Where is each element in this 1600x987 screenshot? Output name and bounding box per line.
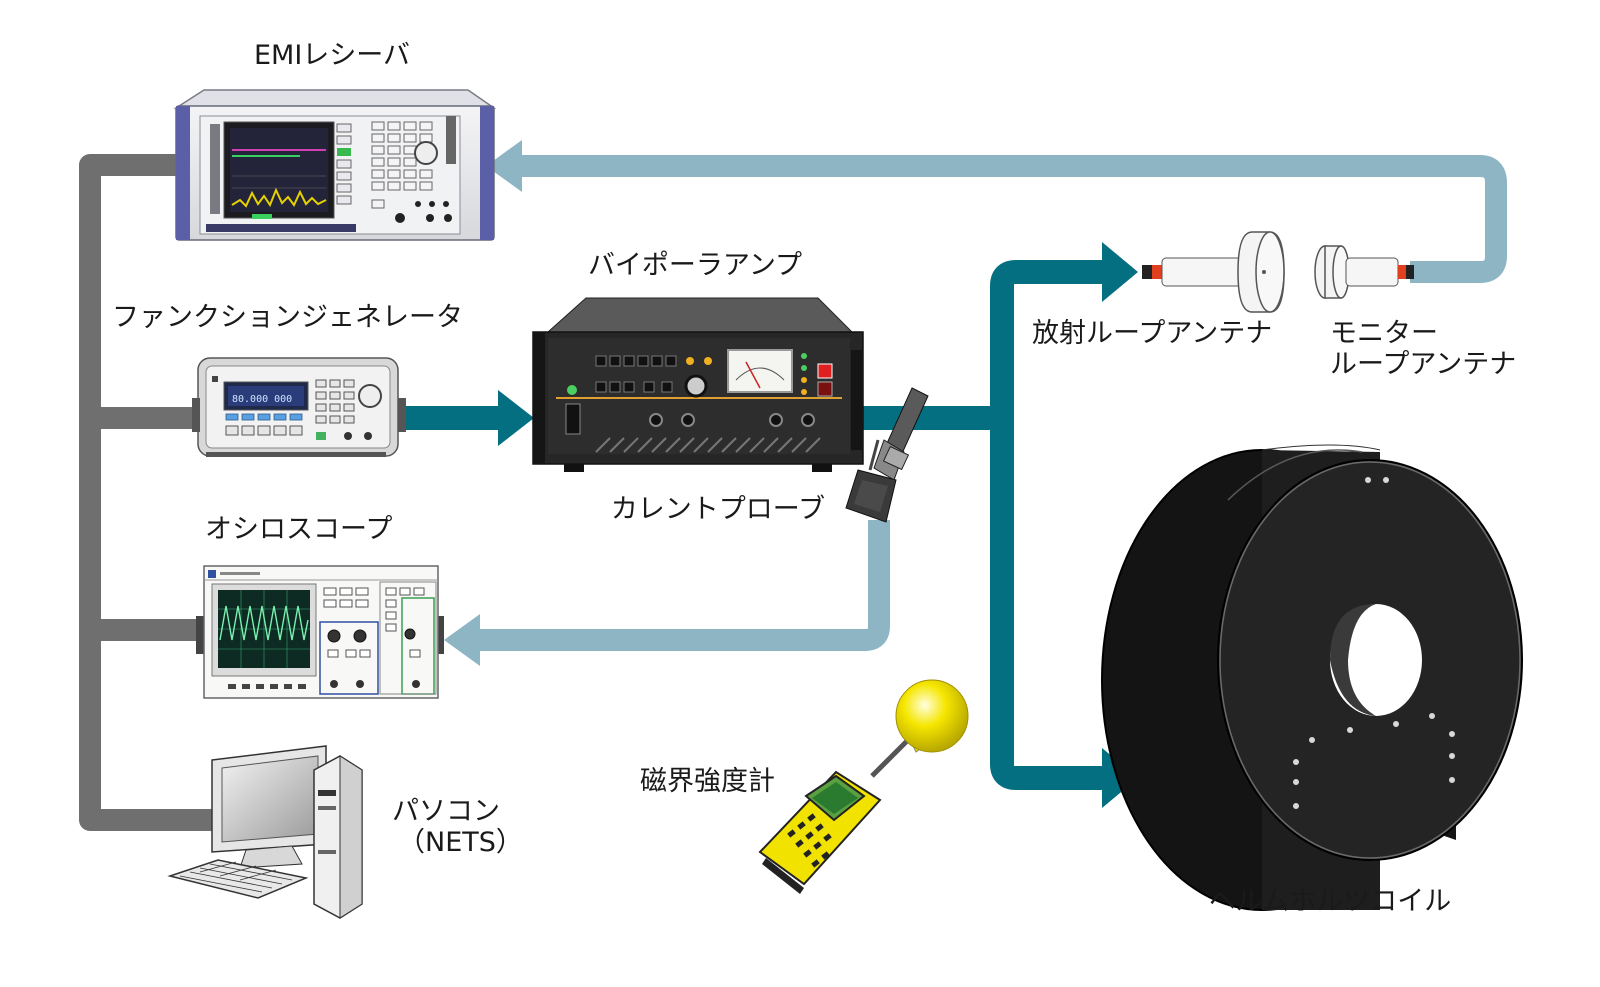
label-monitor-line2: ループアンテナ bbox=[1330, 349, 1517, 381]
label-bipolar-amp: バイポーラアンプ bbox=[587, 250, 803, 281]
function-generator-device: 80.000 000 bbox=[192, 357, 406, 457]
tx-loop-antenna-device bbox=[1142, 231, 1285, 313]
drive-signal-lines bbox=[398, 242, 1138, 808]
helmholtz-coil-device bbox=[1101, 444, 1523, 911]
label-oscilloscope: オシロスコープ bbox=[205, 514, 393, 545]
label-gauss-meter: 磁界強度計 bbox=[640, 766, 775, 797]
fg-display-readout: 80.000 000 bbox=[232, 394, 292, 405]
label-monitor-line1: モニター bbox=[1330, 318, 1438, 349]
current-probe-device bbox=[845, 387, 929, 523]
label-pc-line1: パソコン bbox=[392, 796, 500, 827]
label-current-probe: カレントプローブ bbox=[610, 494, 826, 525]
label-tx-loop-antenna: 放射ループアンテナ bbox=[1032, 318, 1273, 349]
label-monitor-loop-antenna: モニター ループアンテナ bbox=[1330, 318, 1516, 380]
label-pc-line2: （NETS） bbox=[398, 827, 523, 859]
label-function-generator: ファンクションジェネレータ bbox=[112, 302, 463, 333]
oscilloscope-device bbox=[196, 565, 444, 699]
bipolar-amp-device bbox=[532, 297, 864, 472]
emi-receiver-device bbox=[173, 89, 497, 241]
pc-device bbox=[167, 745, 363, 919]
label-helmholtz-coil: ヘルムホルツコイル bbox=[1208, 886, 1452, 917]
monitor-loop-antenna-device bbox=[1314, 245, 1414, 299]
control-bus bbox=[79, 154, 215, 831]
label-pc: パソコン （NETS） bbox=[392, 796, 523, 858]
measure-signal-lines bbox=[444, 140, 1507, 666]
gauss-meter-device bbox=[758, 679, 969, 894]
label-emi-receiver: EMIレシーバ bbox=[253, 40, 411, 71]
